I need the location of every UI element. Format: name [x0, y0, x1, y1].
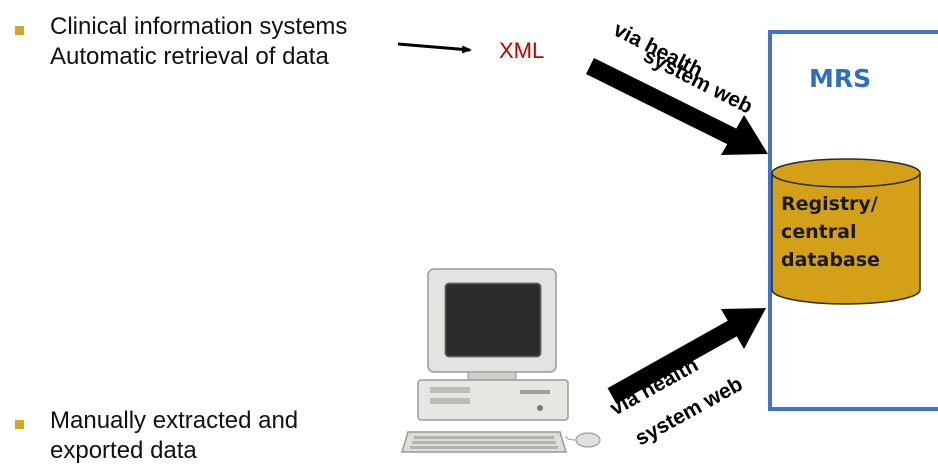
mrs-title: MRS: [809, 64, 872, 93]
xml-label: XML: [499, 38, 545, 63]
source-top-line1: Clinical information systems: [50, 13, 348, 40]
database-label-line3: database: [781, 249, 880, 271]
source-bottom-text: Manually extracted and exported data: [50, 406, 298, 466]
source-top-text: Clinical information systems Automatic r…: [50, 12, 347, 72]
database-label: Registry/ central database: [781, 190, 880, 274]
arrow-bottom-to-mrs: [607, 308, 766, 404]
database-label-line1: Registry/: [781, 193, 878, 215]
bullet-marker-top: [15, 26, 24, 35]
database-label-line2: central: [781, 221, 857, 243]
desktop-computer-icon: [400, 268, 601, 453]
source-bottom-line1: Manually extracted and: [50, 407, 299, 434]
bullet-marker-bottom: [15, 420, 24, 429]
arrow-to-xml: [397, 42, 472, 54]
arrow-top-to-mrs: [585, 57, 768, 155]
database-cylinder-icon: [771, 158, 921, 305]
source-bottom-line2: exported data: [50, 437, 197, 464]
source-top-line2: Automatic retrieval of data: [50, 43, 329, 70]
